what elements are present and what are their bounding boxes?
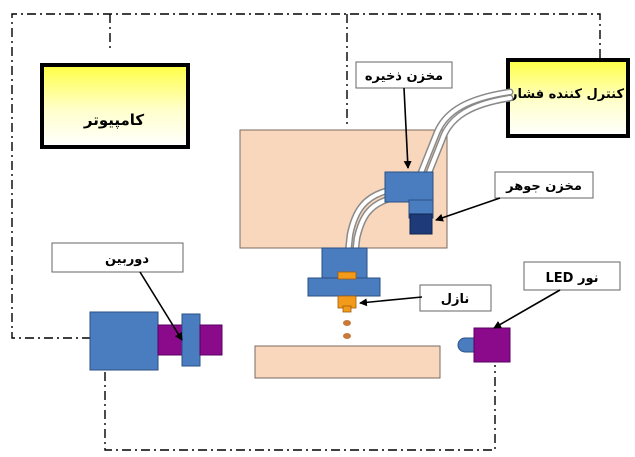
nozzle-holder-base [307,277,381,297]
bottom-frame-line [104,365,496,451]
ink-reservoir [409,213,433,235]
nozzle-assembly [307,247,381,339]
pressure-controller-box: کنترل کننده فشار [506,58,630,138]
camera-lens-front [199,324,223,356]
feed-tube-inner [344,188,392,274]
droplet [343,320,351,326]
camera-body [89,311,159,371]
droplet [343,333,351,339]
storage-reservoir [384,171,434,203]
camera-label: دوربین [105,252,149,267]
computer-frame-line [11,13,601,339]
computer-label: کامپیوتر [83,111,145,130]
pressure-tube2-inner [426,96,512,177]
substrate-plate [254,345,441,379]
reservoir-label: مخزن ذخیره [365,69,443,84]
led-body [473,327,511,363]
connection-lines [11,13,601,451]
camera [89,311,223,371]
led-label: نور LED [545,271,598,286]
camera-lens-ring [181,313,201,367]
pressure-tube-inner [418,90,512,177]
nozzle-label: نازل [441,292,470,307]
led-light [457,327,511,363]
nozzle-ring [337,271,357,280]
led-callout: نور LED [493,261,621,329]
pressure-controller-label: کنترل کننده فشار [509,87,624,102]
ink-reservoir-label: مخزن جوهر [505,179,582,194]
computer-box: کامپیوتر [40,63,190,149]
ink-reservoir-callout: مخزن جوهر [435,171,594,222]
camera-lens-mount [157,324,183,356]
nozzle-point [342,305,352,313]
camera-callout: دوربین [51,242,184,341]
reservoir-callout: مخزن ذخیره [355,61,453,169]
nozzle-callout: نازل [359,284,492,312]
